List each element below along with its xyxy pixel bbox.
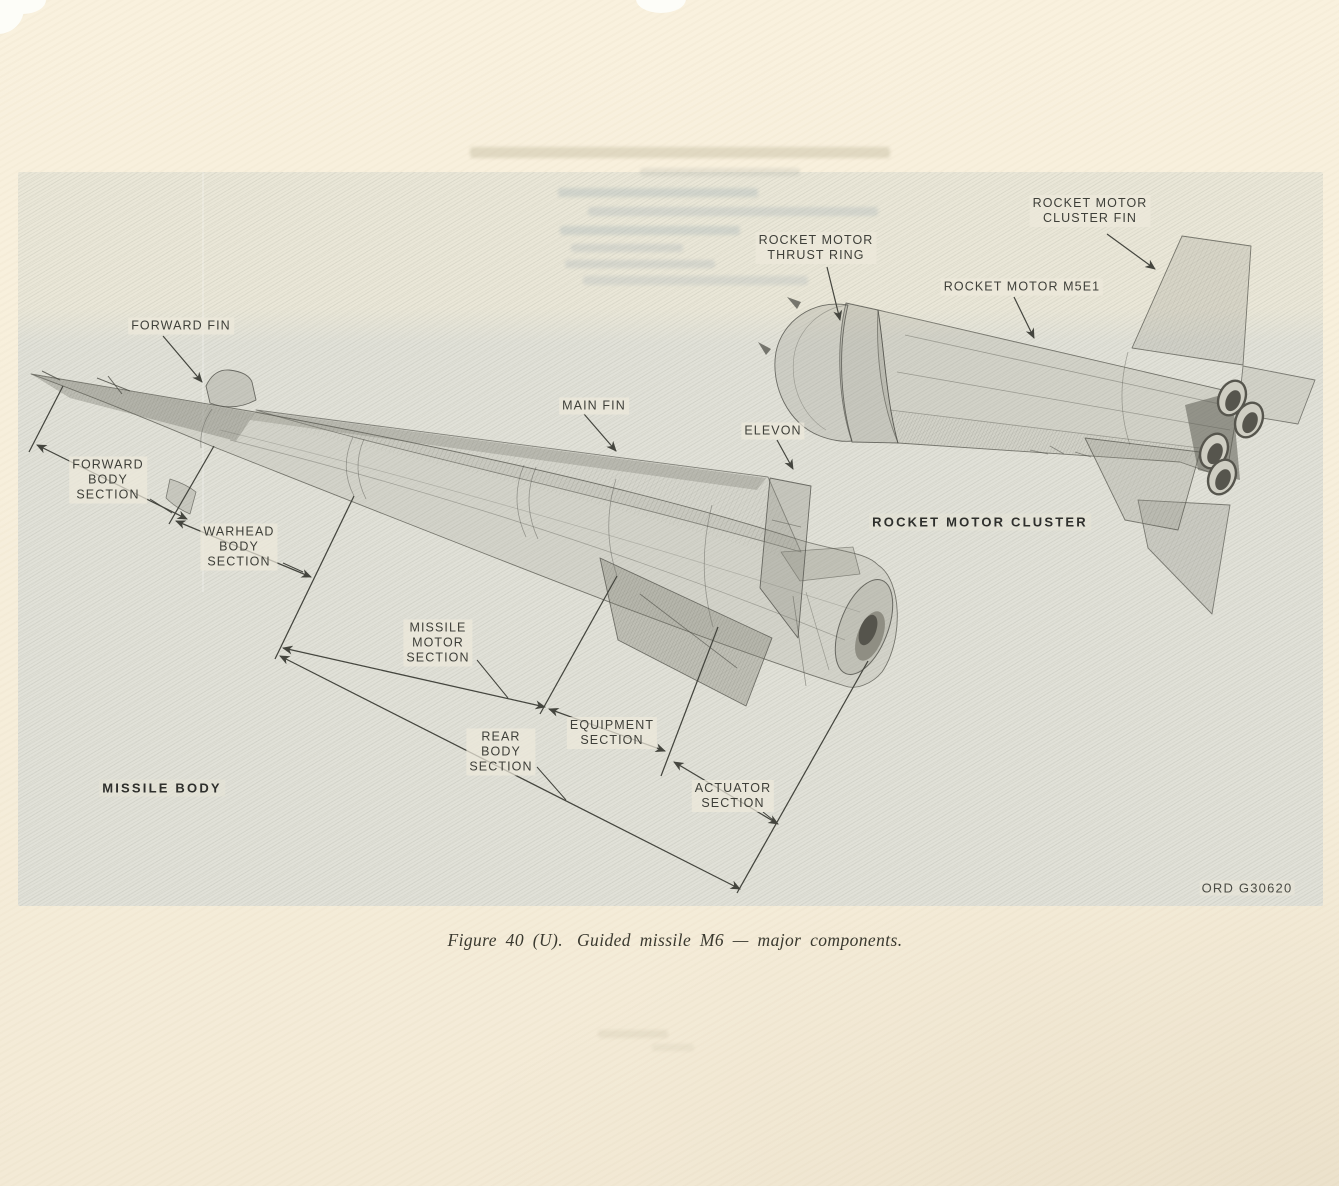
rocket-motor-m5e1-label: ROCKET MOTOR M5E1 — [940, 278, 1104, 296]
bleed-through-text — [565, 260, 715, 268]
cluster-fin-label-line1: ROCKET MOTOR — [1032, 196, 1148, 210]
warhead-body-section-label: WARHEAD BODY SECTION — [200, 523, 278, 571]
bleed-through-text — [470, 147, 890, 158]
elevon-label: ELEVON — [741, 422, 805, 440]
thrust-ring-label-line1: ROCKET MOTOR — [758, 233, 874, 247]
cluster-fin-label-line2: CLUSTER FIN — [1042, 211, 1138, 225]
ord-number: ORD G30620 — [1199, 880, 1295, 896]
punch-notch-center — [636, 0, 686, 13]
bleed-through-text — [588, 207, 878, 216]
bleed-through-text — [558, 188, 758, 197]
equipment-section-label: EQUIPMENT SECTION — [566, 717, 658, 749]
missile-body-title: MISSILE BODY — [99, 779, 225, 797]
figure-caption-number: Figure 40 (U). — [447, 930, 564, 950]
punch-notch-left — [0, 0, 46, 14]
forward-body-section-label: FORWARD BODY SECTION — [69, 456, 147, 504]
missile-motor-section-label: MISSILE MOTOR SECTION — [403, 619, 473, 667]
bleed-through-text — [640, 168, 800, 176]
forward-fin-label: FORWARD FIN — [128, 317, 234, 335]
bleed-through-text — [560, 226, 740, 235]
thrust-ring-label: ROCKET MOTOR THRUST RING — [755, 232, 877, 264]
bleed-through-text — [583, 276, 808, 285]
main-fin-label: MAIN FIN — [559, 397, 629, 415]
cluster-fin-label: ROCKET MOTOR CLUSTER FIN — [1029, 195, 1151, 227]
bleed-through-text — [598, 1030, 668, 1038]
actuator-section-label: ACTUATOR SECTION — [691, 780, 775, 812]
figure-caption: Figure 40 (U). Guided missile M6 — major … — [448, 930, 903, 951]
bleed-through-text — [652, 1044, 694, 1051]
rear-body-section-label: REAR BODY SECTION — [466, 728, 536, 776]
figure-caption-text: Guided missile M6 — major components. — [577, 930, 903, 950]
thrust-ring-label-line2: THRUST RING — [767, 248, 865, 262]
bleed-through-text — [571, 244, 683, 252]
rocket-motor-cluster-title: ROCKET MOTOR CLUSTER — [869, 513, 1091, 531]
